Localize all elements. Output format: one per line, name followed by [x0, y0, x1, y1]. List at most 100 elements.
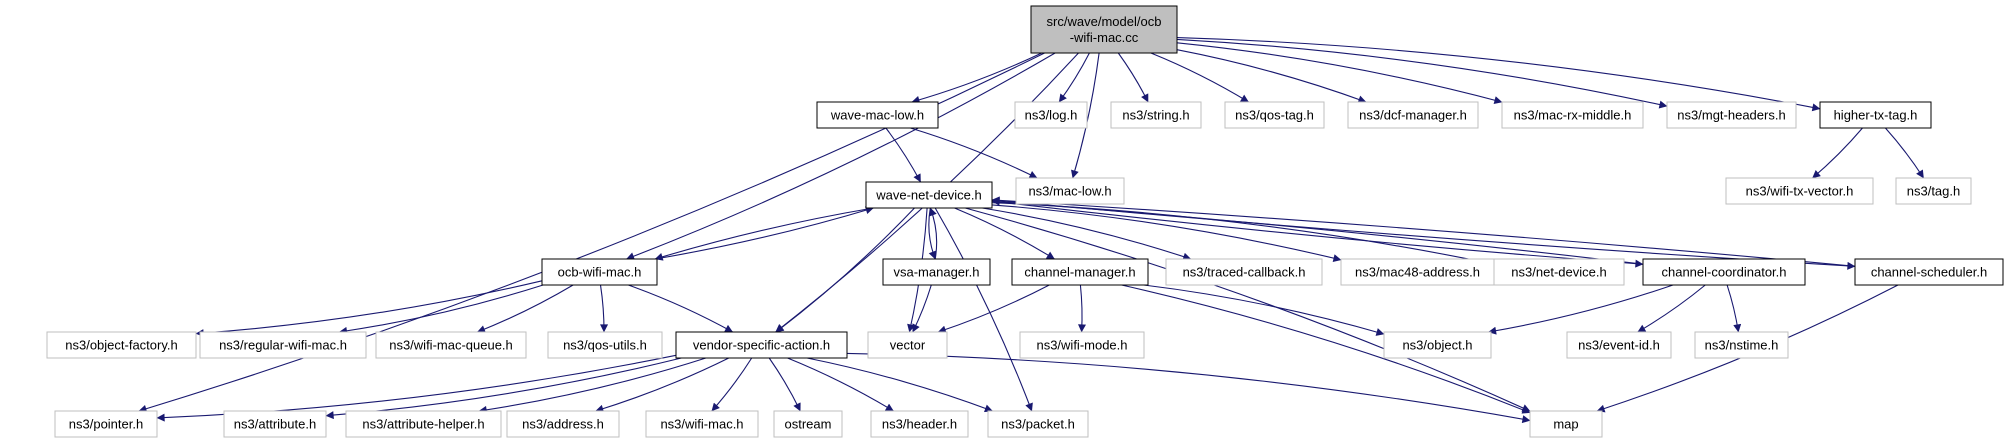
node-box [1529, 410, 1603, 438]
edge-channel-manager-to-object [1143, 284, 1385, 336]
node-label: ns3/event-id.h [1578, 338, 1660, 353]
node-box [199, 331, 367, 359]
node-label: ns3/packet.h [1001, 417, 1075, 432]
edge-wave-net-device-to-vsa-manager [928, 207, 937, 260]
node-label: ns3/wifi-mac.h [660, 417, 743, 432]
node-wave-mac-low[interactable]: wave-mac-low.h [816, 101, 939, 129]
node-box [506, 410, 620, 438]
node-map: map [1529, 410, 1603, 438]
node-label: ns3/net-device.h [1511, 265, 1606, 280]
node-label: ns3/mac-low.h [1028, 184, 1111, 199]
node-wifi-mac: ns3/wifi-mac.h [645, 410, 759, 438]
node-label: ns3/log.h [1025, 108, 1078, 123]
node-label: vector [890, 338, 926, 353]
node-vector: vector [867, 331, 948, 359]
node-label: wave-mac-low.h [830, 108, 924, 123]
edge-wave-mac-low-to-mac-low [910, 127, 1038, 179]
node-label: vendor-specific-action.h [693, 338, 830, 353]
edge-root-to-qos-tag [1150, 52, 1249, 103]
node-channel-coordinator[interactable]: channel-coordinator.h [1642, 258, 1806, 286]
node-net-device: ns3/net-device.h [1493, 258, 1625, 286]
node-label: map [1553, 417, 1578, 432]
node-qos-utils: ns3/qos-utils.h [547, 331, 663, 359]
edge-root-to-mac-low [1071, 52, 1100, 179]
node-header: ns3/header.h [870, 410, 969, 438]
edge-wave-mac-low-to-wave-net-device [885, 127, 922, 183]
edge-vendor-specific-action-to-attribute-helper [478, 357, 707, 414]
edge-channel-coordinator-to-event-id [1637, 284, 1706, 333]
node-label: ns3/regular-wifi-mac.h [219, 338, 347, 353]
node-qos-tag: ns3/qos-tag.h [1224, 101, 1325, 129]
edge-ocb-wifi-mac-to-regular-wifi-mac [339, 284, 544, 335]
edge-vendor-specific-action-to-packet [806, 357, 993, 413]
edge-root-to-wave-mac-low [911, 52, 1042, 104]
edge-ocb-wifi-mac-to-object-factory [195, 280, 543, 338]
node-box [675, 331, 848, 359]
edge-wave-net-device-to-channel-coordinator [991, 200, 1644, 268]
edge-vendor-specific-action-to-ostream [768, 357, 801, 412]
node-string: ns3/string.h [1110, 101, 1202, 129]
edge-channel-manager-to-wifi-mode [1078, 284, 1087, 333]
node-box [1165, 258, 1323, 286]
edge-ocb-wifi-mac-to-qos-utils [599, 284, 609, 333]
edge-root-to-dcf-manager [1176, 49, 1367, 104]
node-label: ns3/traced-callback.h [1183, 265, 1306, 280]
node-box [1725, 177, 1874, 205]
edge-wave-net-device-to-channel-scheduler [991, 199, 1856, 270]
edge-vendor-specific-action-to-map [846, 352, 1531, 424]
node-channel-manager[interactable]: channel-manager.h [1011, 258, 1149, 286]
node-box [1642, 258, 1806, 286]
node-label: ns3/attribute-helper.h [362, 417, 484, 432]
node-label: src/wave/model/ocb [1047, 14, 1162, 29]
node-label: channel-scheduler.h [1871, 265, 1987, 280]
node-attribute-helper: ns3/attribute-helper.h [345, 410, 502, 438]
node-label: ns3/dcf-manager.h [1359, 108, 1467, 123]
node-tag: ns3/tag.h [1895, 177, 1972, 205]
nodes-layer: src/wave/model/ocb-wifi-mac.cc wave-mac-l… [46, 5, 2004, 438]
node-wifi-tx-vector: ns3/wifi-tx-vector.h [1725, 177, 1874, 205]
node-dcf-manager: ns3/dcf-manager.h [1347, 101, 1479, 129]
node-box [54, 410, 158, 438]
edge-wave-net-device-to-traced-callback [982, 207, 1192, 261]
node-vsa-manager[interactable]: vsa-manager.h [882, 258, 991, 286]
node-box [345, 410, 502, 438]
node-ocb-wifi-mac[interactable]: ocb-wifi-mac.h [541, 258, 658, 286]
node-wave-net-device[interactable]: wave-net-device.h [865, 181, 993, 209]
node-box [547, 331, 663, 359]
node-box [1015, 177, 1125, 205]
node-higher-tx-tag[interactable]: higher-tx-tag.h [1819, 101, 1932, 129]
node-label: ns3/mac-rx-middle.h [1514, 108, 1632, 123]
node-vendor-specific-action[interactable]: vendor-specific-action.h [675, 331, 848, 359]
edge-root-to-log [1058, 52, 1090, 103]
node-label: ns3/object.h [1402, 338, 1472, 353]
node-attribute: ns3/attribute.h [223, 410, 327, 438]
node-mgt-headers: ns3/mgt-headers.h [1666, 101, 1797, 129]
node-box [375, 331, 527, 359]
node-box [870, 410, 969, 438]
node-label: ns3/tag.h [1907, 184, 1961, 199]
node-box [1895, 177, 1972, 205]
node-box [882, 258, 991, 286]
node-label: ns3/mac48-address.h [1355, 265, 1480, 280]
node-label: -wifi-mac.cc [1070, 30, 1139, 45]
node-channel-scheduler[interactable]: channel-scheduler.h [1854, 258, 2004, 286]
edge-wave-net-device-to-packet [934, 207, 1033, 412]
edge-channel-scheduler-to-wave-net-device [991, 196, 1856, 267]
node-object: ns3/object.h [1383, 331, 1492, 359]
node-box [46, 331, 197, 359]
edges-layer [138, 37, 1925, 424]
edge-ocb-wifi-mac-to-wave-net-device [655, 206, 874, 260]
node-root[interactable]: src/wave/model/ocb-wifi-mac.cc [1030, 5, 1178, 54]
node-label: ns3/attribute.h [234, 417, 316, 432]
node-mac-low: ns3/mac-low.h [1015, 177, 1125, 205]
node-log: ns3/log.h [1014, 101, 1088, 129]
edge-wave-net-device-to-vendor-specific-action [775, 207, 915, 333]
edge-ocb-wifi-mac-to-vendor-specific-action [628, 284, 734, 333]
node-box [1340, 258, 1495, 286]
node-pointer: ns3/pointer.h [54, 410, 158, 438]
edge-vendor-specific-action-to-wifi-mac [711, 357, 753, 412]
node-object-factory: ns3/object-factory.h [46, 331, 197, 359]
node-box [1666, 101, 1797, 129]
node-box [1030, 5, 1178, 54]
